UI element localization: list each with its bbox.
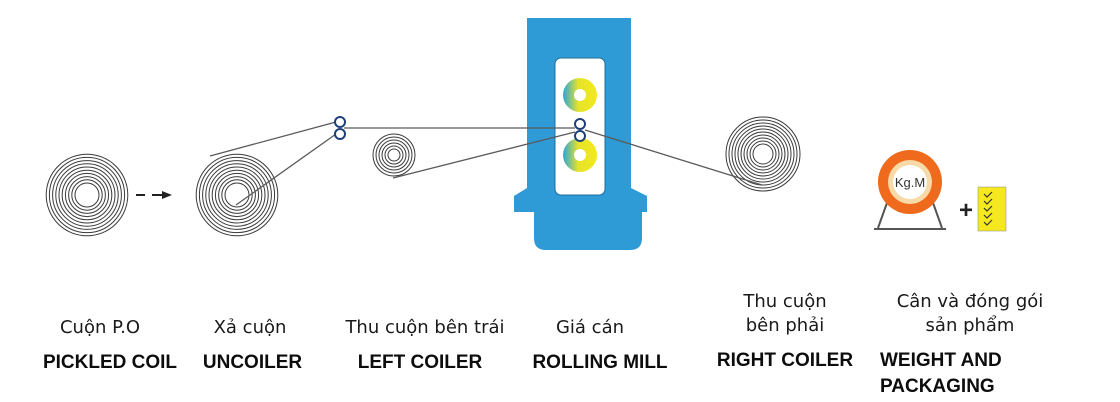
right-coiler-coil-graphic [725,116,801,192]
transfer-arrow [136,191,172,199]
label-vi-weight-packaging: Cân và đóng gói sản phẩm [896,291,1044,336]
uncoiler-coil-graphic [195,153,279,237]
guide-roller-left [334,116,346,140]
label-en-pickled-coil: PICKLED COIL [42,352,178,373]
label-vi-pickled-coil: Cuộn P.O [59,317,141,338]
guide-roller-mill [574,118,586,142]
pickled-coil-graphic [45,153,129,237]
weighing-scale-graphic [874,150,946,230]
label-en-left-coiler: LEFT COILER [357,352,483,373]
work-roll-bottom [563,138,597,172]
left-coiler-coil-graphic [372,133,416,177]
label-vi-left-coiler: Thu cuộn bên trái [345,317,505,338]
label-vi-right-coiler: Thu cuộn bên phải [743,291,827,336]
label-en-rolling-mill: ROLLING MILL [532,352,668,373]
label-en-uncoiler: UNCOILER [202,352,303,373]
steel-strip [209,121,763,206]
label-vi-uncoiler: Xả cuộn [213,317,287,338]
checklist-icon [977,186,1007,232]
scale-label: Kg.M [895,175,925,190]
label-en-weight-packaging: WEIGHT AND PACKAGING [880,350,1002,397]
label-en-right-coiler: RIGHT COILER [716,350,854,371]
plus-sign: + [959,197,973,224]
work-roll-top [563,78,597,112]
label-vi-rolling-mill: Giá cán [555,317,625,338]
